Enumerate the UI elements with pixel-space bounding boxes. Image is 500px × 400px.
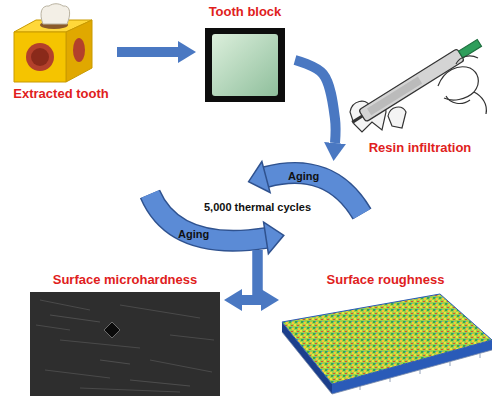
panel-label: Tooth block (209, 4, 282, 20)
image-panel: Surface roughness (278, 272, 493, 396)
flow-arrow (258, 250, 262, 300)
image-panel: Tooth block (195, 4, 295, 102)
microhardness-micrograph (30, 292, 220, 396)
cycle-label: 5,000 thermal cycles (150, 200, 365, 214)
image-panel: Resin infiltration (345, 28, 495, 156)
roughness-3d-plot (282, 294, 492, 394)
image-panel: Extracted tooth (5, 4, 117, 102)
tooth-block-photo (205, 28, 285, 102)
panel-label: Resin infiltration (369, 140, 472, 156)
flow-arrow (117, 47, 178, 57)
panel-label: Surface roughness (327, 272, 445, 288)
cycle-label: Aging (178, 227, 209, 241)
panel-label: Extracted tooth (13, 86, 108, 102)
cycle-label: Aging (288, 169, 319, 183)
flow-arrow (295, 60, 336, 143)
image-panel: Surface microhardness (25, 272, 225, 396)
panel-label: Surface microhardness (53, 272, 198, 288)
resin-syringe-sketch (348, 37, 486, 132)
cycle-panel: Aging5,000 thermal cyclesAging (150, 160, 365, 250)
tooth-cube-photo (14, 4, 92, 82)
